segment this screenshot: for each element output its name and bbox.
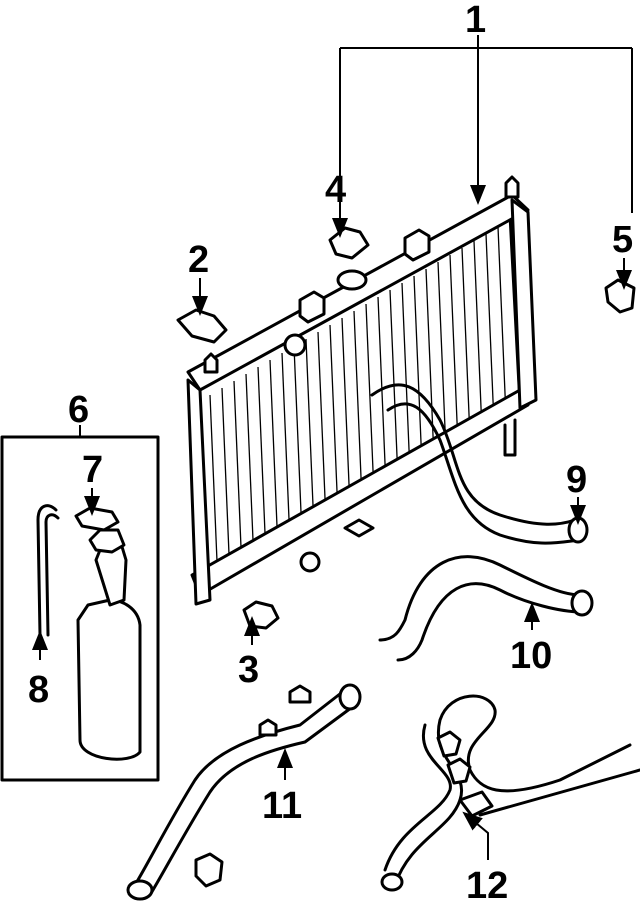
callout-9: 9	[566, 459, 587, 501]
heater-hose-assembly	[383, 694, 640, 887]
upper-hose-end	[567, 516, 589, 544]
upper-hose	[370, 383, 582, 545]
radiator-cap	[328, 226, 370, 260]
callout-2: 2	[188, 239, 209, 281]
drain-plug	[604, 278, 636, 314]
callout-6: 6	[68, 389, 89, 431]
overflow-hose	[36, 504, 60, 637]
callout-8: 8	[28, 669, 49, 711]
upper-mount-bracket	[176, 308, 228, 344]
bypass-pipe-end	[338, 683, 362, 711]
callout-3: 3	[238, 649, 259, 691]
callout-7: 7	[82, 449, 103, 491]
bypass-pipe-flange	[126, 879, 154, 901]
lower-mount-insulator	[242, 600, 280, 630]
heater-hose-end	[380, 872, 404, 892]
callout-labels: 1 2 3 4 5 6 7 8 9 10 11 12	[28, 0, 633, 907]
lower-hose-end	[570, 589, 594, 617]
callout-11: 11	[262, 785, 302, 827]
callout-10: 10	[510, 635, 552, 677]
water-bypass-pipe	[133, 688, 357, 897]
coolant-reservoir-tank	[76, 598, 142, 761]
callout-4: 4	[325, 169, 346, 211]
callout-1: 1	[465, 0, 486, 41]
leader-lines	[32, 35, 633, 860]
callout-5: 5	[612, 219, 633, 261]
radiator	[186, 175, 538, 606]
radiator-inlet	[283, 333, 307, 357]
reservoir-cap-seal	[74, 506, 120, 532]
reservoir-cap	[88, 528, 126, 554]
lower-hose	[378, 555, 584, 662]
radiator-filler-neck	[336, 269, 368, 291]
radiator-outlet	[299, 551, 321, 573]
callout-12: 12	[466, 865, 508, 907]
